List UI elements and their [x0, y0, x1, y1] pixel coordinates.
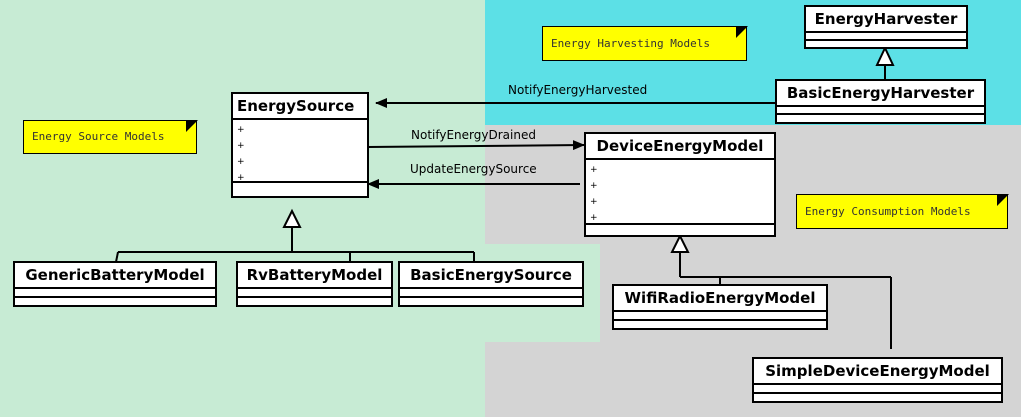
- device-energy-model-inheritance: [670, 233, 892, 349]
- operation-entry: +: [237, 125, 245, 135]
- note-fold: [996, 193, 1009, 206]
- class-operations: [614, 319, 826, 328]
- note-text: Energy Consumption Models: [805, 205, 971, 218]
- note-energy-source-models: Energy Source Models: [23, 119, 198, 154]
- class-title: SimpleDeviceEnergyModel: [765, 362, 990, 380]
- energy-source-inheritance: [115, 208, 475, 263]
- notify-energy-drained-arrow: [367, 140, 585, 151]
- note-fold: [735, 25, 748, 38]
- operation-entry: +: [237, 173, 245, 183]
- class-title: RvBatteryModel: [246, 266, 383, 284]
- class-title: WifiRadioEnergyModel: [624, 289, 816, 307]
- operation-entry: +: [590, 181, 598, 191]
- class-basic-energy-harvester: BasicEnergyHarvester: [775, 79, 986, 124]
- note-fold: [185, 119, 198, 132]
- class-operations: + + + +: [586, 158, 774, 223]
- class-attributes: [754, 383, 1001, 392]
- class-attributes: [806, 31, 966, 39]
- class-title: EnergySource: [237, 97, 355, 115]
- note-energy-consumption-models: Energy Consumption Models: [796, 193, 1009, 229]
- class-operations: [400, 296, 582, 305]
- operation-entry: +: [590, 213, 598, 223]
- operation-entry: +: [590, 165, 598, 175]
- class-generic-battery-model: GenericBatteryModel: [13, 261, 217, 307]
- class-title: DeviceEnergyModel: [596, 137, 764, 155]
- operation-entry: +: [237, 157, 245, 167]
- class-operations: [15, 296, 215, 305]
- class-footer: [233, 181, 367, 191]
- operation-entry: +: [590, 197, 598, 207]
- class-basic-energy-source: BasicEnergySource: [398, 261, 584, 307]
- class-attributes: [777, 105, 984, 113]
- class-operations: [777, 113, 984, 122]
- note-text: Energy Harvesting Models: [551, 37, 710, 50]
- note-text: Energy Source Models: [32, 130, 165, 143]
- class-title: BasicEnergyHarvester: [786, 84, 975, 102]
- class-operations: [238, 296, 391, 305]
- class-energy-source: EnergySource + + + +: [231, 92, 369, 198]
- label-notify-energy-drained: NotifyEnergyDrained: [411, 128, 536, 142]
- class-energy-harvester: EnergyHarvester: [804, 5, 968, 49]
- class-attributes: [614, 310, 826, 319]
- class-title: EnergyHarvester: [814, 10, 958, 28]
- class-attributes: [15, 287, 215, 296]
- class-simple-device-energy-model: SimpleDeviceEnergyModel: [752, 357, 1003, 403]
- class-footer: [586, 223, 774, 233]
- class-title: GenericBatteryModel: [25, 266, 205, 284]
- class-rv-battery-model: RvBatteryModel: [236, 261, 393, 307]
- energy-consumption-region-fill: [485, 342, 600, 417]
- class-wifi-radio-energy-model: WifiRadioEnergyModel: [612, 284, 828, 330]
- class-device-energy-model: DeviceEnergyModel + + + +: [584, 132, 776, 237]
- operation-entry: +: [237, 141, 245, 151]
- harvester-inheritance: [875, 45, 895, 79]
- class-attributes: [400, 287, 582, 296]
- class-operations: [754, 392, 1001, 401]
- class-operations: [806, 39, 966, 47]
- class-attributes: [238, 287, 391, 296]
- note-energy-harvesting-models: Energy Harvesting Models: [542, 25, 748, 61]
- class-operations: + + + +: [233, 118, 367, 183]
- label-notify-energy-harvested: NotifyEnergyHarvested: [508, 83, 648, 97]
- class-title: BasicEnergySource: [410, 266, 572, 284]
- label-update-energy-source: UpdateEnergySource: [410, 162, 537, 176]
- energy-source-region: [0, 0, 485, 417]
